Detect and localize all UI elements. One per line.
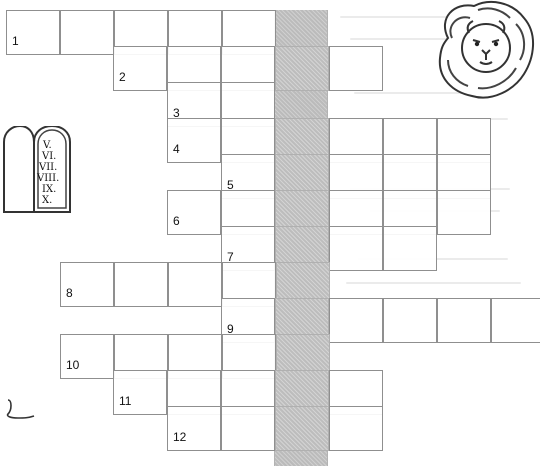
crossword-cell[interactable] bbox=[329, 298, 383, 343]
clue-number: 4 bbox=[173, 143, 180, 155]
crossword-cell[interactable] bbox=[383, 298, 437, 343]
crossword-cell[interactable] bbox=[275, 46, 329, 91]
crossword-cell[interactable]: 10 bbox=[60, 334, 114, 379]
pen-scribble-icon bbox=[0, 390, 40, 430]
crossword-cell[interactable] bbox=[329, 406, 383, 451]
crossword-cell[interactable]: 8 bbox=[60, 262, 114, 307]
clue-number: 8 bbox=[66, 287, 73, 299]
crossword-cell[interactable]: 6 bbox=[167, 190, 221, 235]
crossword-cell[interactable] bbox=[329, 226, 383, 271]
crossword-cell[interactable]: 1 bbox=[6, 10, 60, 55]
crossword-cell[interactable] bbox=[168, 262, 222, 307]
crossword-cell[interactable]: 12 bbox=[167, 406, 221, 451]
clue-number: 1 bbox=[12, 35, 19, 47]
clue-number: 11 bbox=[119, 395, 131, 407]
crossword-cell[interactable]: 11 bbox=[113, 370, 167, 415]
crossword-cell[interactable] bbox=[221, 406, 275, 451]
crossword-cell[interactable] bbox=[491, 298, 540, 343]
clue-number: 6 bbox=[173, 215, 180, 227]
tablet-numeral-viii: VIII. bbox=[36, 173, 59, 184]
clue-number: 2 bbox=[119, 71, 126, 83]
crossword-cell[interactable] bbox=[60, 10, 114, 55]
tablet-numeral-x: X. bbox=[42, 195, 52, 206]
lion-icon bbox=[430, 0, 540, 100]
tablet-numeral-v: V. bbox=[42, 140, 52, 151]
commandment-tablets-icon: V. VI. VII. VIII. IX. X. bbox=[0, 126, 84, 216]
crossword-cell[interactable] bbox=[383, 226, 437, 271]
crossword-cell[interactable] bbox=[114, 262, 168, 307]
clue-number: 12 bbox=[173, 431, 186, 443]
tablet-numeral-ix: IX. bbox=[42, 184, 56, 195]
crossword-cell[interactable] bbox=[437, 298, 491, 343]
crossword-cell[interactable] bbox=[275, 406, 329, 451]
crossword-cell[interactable]: 4 bbox=[167, 118, 221, 163]
tablet-numeral-vi: VI. bbox=[41, 151, 56, 162]
clue-number: 10 bbox=[66, 359, 79, 371]
crossword-cell[interactable] bbox=[329, 46, 383, 91]
crossword-cell[interactable] bbox=[437, 190, 491, 235]
crossword-row-12: 12 bbox=[167, 406, 383, 451]
crossword-cell[interactable]: 2 bbox=[113, 46, 167, 91]
tablet-numeral-vii: VII. bbox=[38, 162, 57, 173]
